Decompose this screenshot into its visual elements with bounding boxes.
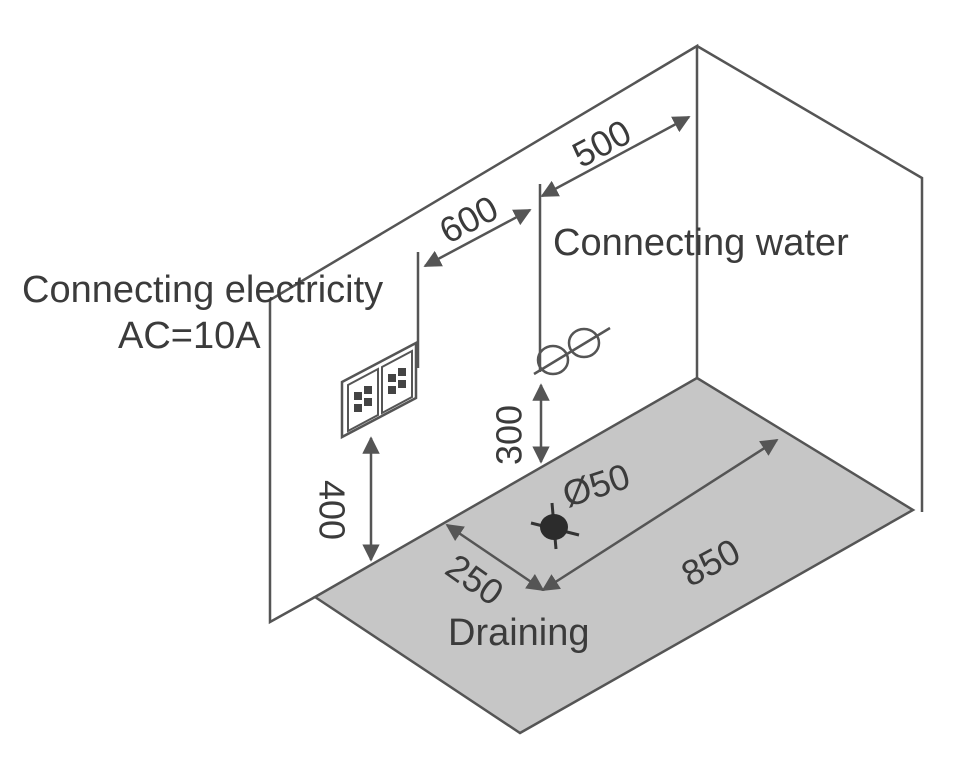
drain-icon (530, 502, 580, 550)
electricity-spec-label: AC=10A (118, 315, 261, 357)
side-wall-outline (696, 44, 924, 512)
draining-label: Draining (448, 612, 590, 654)
back-wall-outline (268, 43, 699, 625)
connecting-electricity-label: Connecting electricity (22, 269, 383, 311)
dim-label-400: 400 (311, 480, 352, 540)
water-valve-icon (533, 326, 611, 376)
dim-arrow-600 (423, 208, 532, 268)
floor-plane (312, 376, 916, 735)
dim-arrow-500 (540, 115, 691, 198)
electric-socket-icon (340, 340, 418, 440)
dim-arrow-250 (445, 523, 545, 592)
connecting-water-label: Connecting water (553, 222, 849, 264)
dim-label-500: 500 (565, 111, 637, 175)
dim-arrow-850 (541, 438, 779, 592)
dim-label-300: 300 (489, 405, 530, 465)
